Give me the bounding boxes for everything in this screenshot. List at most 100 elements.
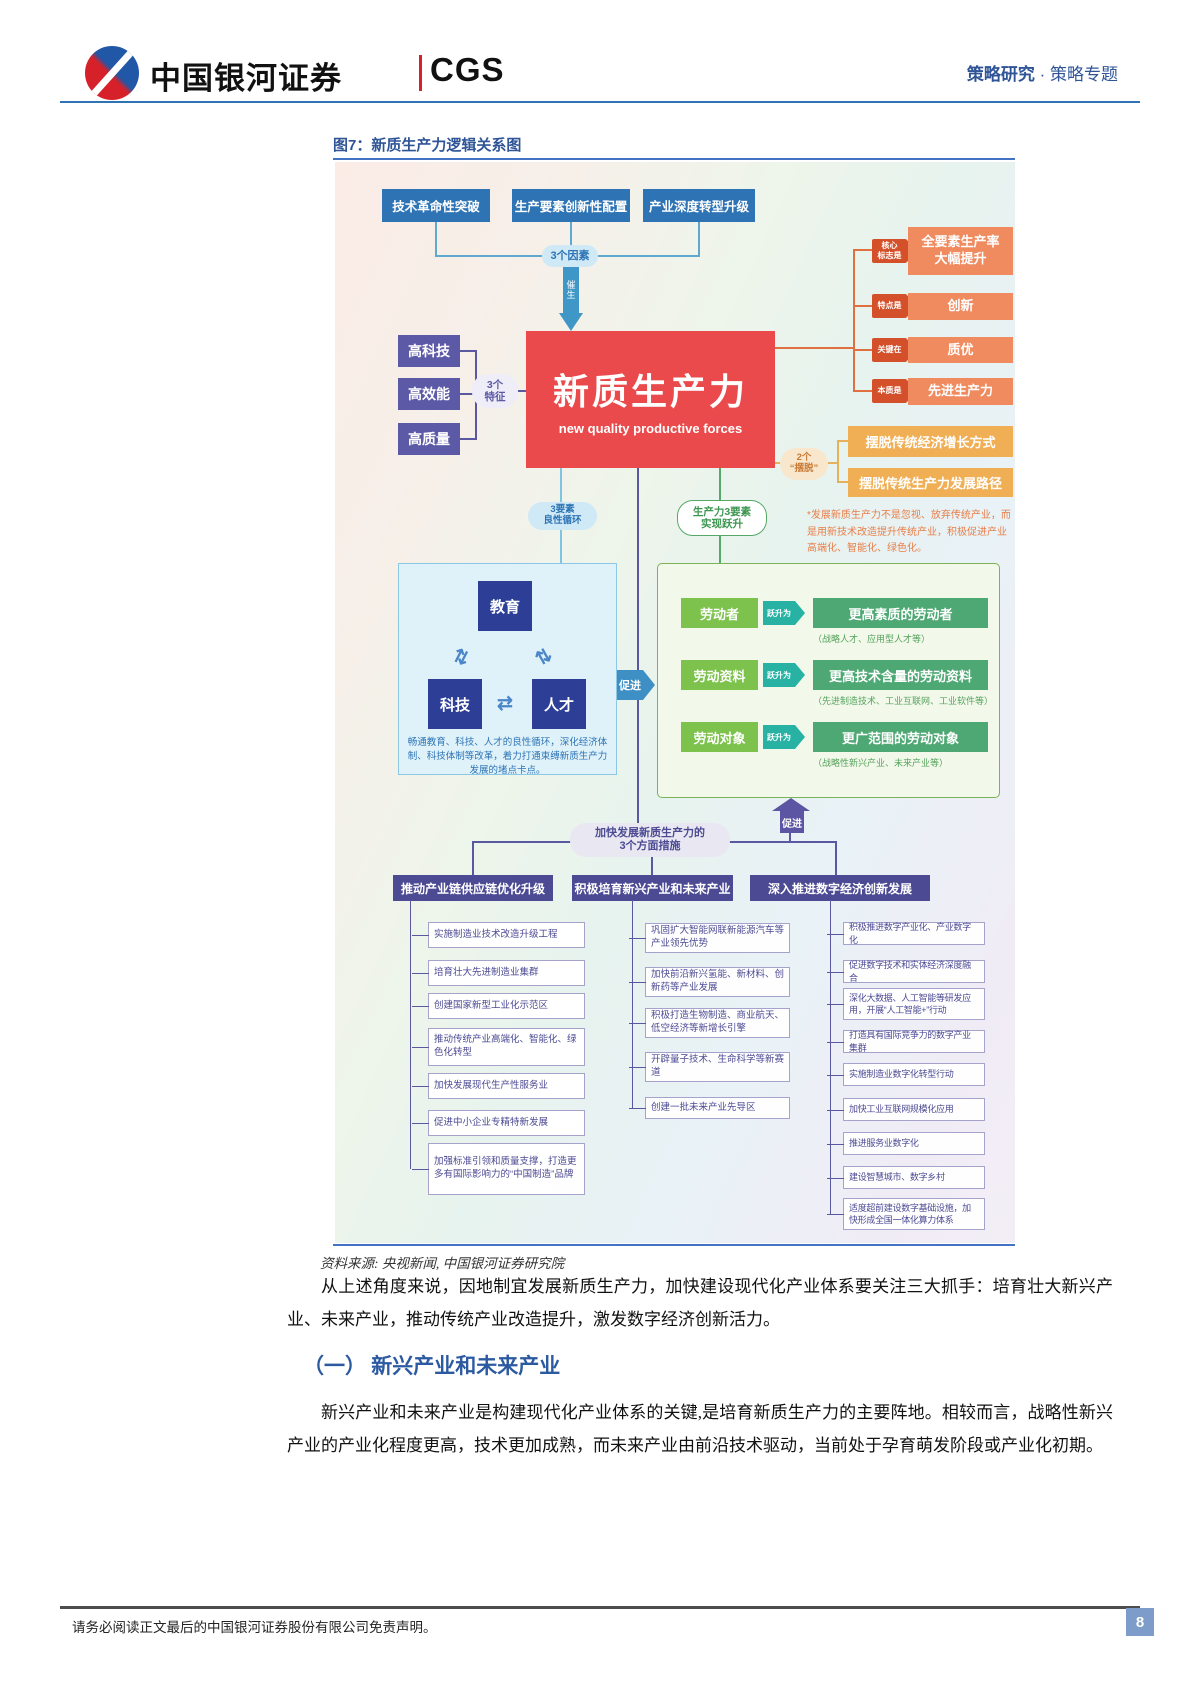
connector-line <box>789 833 791 841</box>
measure-column-header: 深入推进数字经济创新发展 <box>750 875 930 901</box>
diagram-footnote: *发展新质生产力不是忽视、放弃传统产业，而是用新技术改造提升传统产业，积极促进产… <box>807 510 1011 554</box>
aspect-result-box: 先进生产力 <box>908 378 1013 405</box>
aspect-result-box: 创新 <box>908 293 1013 320</box>
factors-count-pill: 3个因素 <box>542 245 598 267</box>
connector-line <box>853 249 872 251</box>
cycle-node-education: 教育 <box>478 581 532 631</box>
traits-pill-line1: 3个 <box>486 378 504 391</box>
down-arrow-icon <box>559 313 583 331</box>
connector-line <box>560 468 562 502</box>
connector-line <box>560 530 562 563</box>
connector-line <box>853 249 855 392</box>
measure-item: 加快前沿新兴氢能、新材料、创新药等产业发展 <box>629 967 790 997</box>
factor-box: 生产要素创新性配置 <box>512 189 630 222</box>
connector-line <box>853 305 872 307</box>
measure-item: 促进数字技术和实体经济深度融合 <box>827 960 985 983</box>
factor-box: 产业深度转型升级 <box>643 189 755 222</box>
aspect-result-box: 全要素生产率 大幅提升 <box>908 227 1013 275</box>
center-subtitle: new quality productive forces <box>558 421 743 436</box>
connector-line <box>472 841 474 875</box>
connector-line <box>853 349 872 351</box>
connector-line <box>719 536 721 563</box>
footer-rule <box>60 1606 1140 1609</box>
brand-abbrev: CGS <box>430 51 505 88</box>
connector-line <box>719 468 721 500</box>
traits-count-pill: 3个 特征 <box>472 374 518 408</box>
element-from-box: 劳动对象 <box>681 722 758 752</box>
leap-line1: 生产力3要素 <box>692 505 752 518</box>
connector-line <box>837 440 839 483</box>
header-rule <box>60 101 1140 103</box>
brand-divider <box>419 55 422 91</box>
leap-arrow: 跃升为 <box>763 725 805 749</box>
measure-item: 加强标准引领和质量支撑，打造更多有国际影响力的“中国制造”品牌 <box>412 1143 585 1195</box>
measures-pill: 加快发展新质生产力的 3个方面措施 <box>570 823 730 857</box>
double-arrow-icon: ⇄ <box>497 693 513 714</box>
measure-item: 积极打造生物制造、商业航天、低空经济等新增长引擎 <box>629 1008 790 1038</box>
aspect-tag: 本质是 <box>872 379 916 403</box>
element-from-box: 劳动资料 <box>681 660 758 690</box>
element-caption: （战略性新兴产业、未来产业等） <box>813 758 949 768</box>
measure-item: 积极推进数字产业化、产业数字化 <box>827 922 985 945</box>
tag-line2: 标志是 <box>877 251 902 260</box>
figure-source: 资料来源: 央视新闻, 中国银河证券研究院 <box>320 1256 565 1271</box>
measures-line1: 加快发展新质生产力的 <box>595 827 705 840</box>
category-separator: · <box>1039 65 1046 84</box>
measure-item: 打造具有国际竞争力的数字产业集群 <box>827 1030 985 1053</box>
brand-name: 中国银河证券 <box>150 61 342 96</box>
section-heading: （一） 新兴产业和未来产业 <box>303 1354 561 1378</box>
measure-item: 建设智慧城市、数字乡村 <box>827 1166 985 1189</box>
connector-line <box>775 347 853 349</box>
measure-item: 深化大数据、人工智能等研发应用，开展“人工智能+”行动 <box>827 988 985 1020</box>
breakaway-line2: “摆脱” <box>789 463 819 474</box>
body-paragraph: 新兴产业和未来产业是构建现代化产业体系的关键,是培育新质生产力的主要阵地。相较而… <box>287 1403 1113 1455</box>
breakaway-box: 摆脱传统生产力发展路径 <box>848 468 1013 497</box>
element-caption: （战略人才、应用型人才等） <box>813 634 931 644</box>
aspect-tag: 核心 标志是 <box>872 239 916 263</box>
measure-item: 创建一批未来产业先导区 <box>629 1097 790 1119</box>
leap-line2: 实现跃升 <box>701 518 743 530</box>
measure-item: 巩固扩大智能网联新能源汽车等产业领先优势 <box>629 923 790 953</box>
element-to-box: 更广范围的劳动对象 <box>813 722 988 752</box>
connector-line <box>698 222 700 255</box>
connector-line <box>775 462 780 464</box>
connector-line <box>410 900 411 1169</box>
connector-line <box>460 350 476 352</box>
measure-column-header: 推动产业链供应链优化升级 <box>393 875 553 901</box>
galaxy-logo-icon <box>85 46 139 100</box>
measure-item: 促进中小企业专精特新发展 <box>412 1110 585 1136</box>
connector-line <box>828 462 838 464</box>
measure-item: 创建国家新型工业化示范区 <box>412 993 585 1019</box>
figure-top-rule <box>333 158 1015 160</box>
connector-line <box>637 468 639 823</box>
spawn-arrow-label: 催生 <box>563 267 579 313</box>
element-caption: （先进制造技术、工业互联网、工业软件等） <box>813 696 994 706</box>
promote-right-arrow: 促进 <box>617 670 655 700</box>
tag-line1: 本质是 <box>877 386 902 396</box>
diagram-canvas: 技术革命性突破 生产要素创新性配置 产业深度转型升级 3个因素 催生 新质生产力… <box>335 162 1015 1243</box>
measure-item: 适度超前建设数字基础设施，加快形成全国一体化算力体系 <box>827 1198 985 1230</box>
element-to-box: 更高技术含量的劳动资料 <box>813 660 988 690</box>
factor-box: 技术革命性突破 <box>382 189 490 222</box>
connector-line <box>837 481 848 483</box>
aspect-tag: 特点是 <box>872 294 916 318</box>
connector-line <box>835 841 837 875</box>
trait-box: 高科技 <box>398 335 460 367</box>
leap-arrow: 跃升为 <box>763 663 805 687</box>
aspect-text-line1: 全要素生产率 <box>921 234 1000 250</box>
measure-item: 实施制造业数字化转型行动 <box>827 1063 985 1086</box>
connector-line <box>837 440 848 442</box>
connector-line <box>460 438 476 440</box>
center-concept-box: 新质生产力 new quality productive forces <box>526 331 775 468</box>
connector-line <box>570 222 572 245</box>
aspect-tag: 关键在 <box>872 338 916 362</box>
page-number-badge: 8 <box>1126 1608 1154 1636</box>
breakaway-line1: 2个 <box>796 452 812 464</box>
promote-up-arrow: 促进 <box>780 811 804 833</box>
measure-item: 加快工业互联网规模化应用 <box>827 1098 985 1121</box>
measure-item: 推进服务业数字化 <box>827 1132 985 1155</box>
leap-pill: 生产力3要素 实现跃升 <box>677 500 767 536</box>
aspect-result-box: 质优 <box>908 337 1013 363</box>
cycle-line2: 良性循环 <box>543 515 582 526</box>
